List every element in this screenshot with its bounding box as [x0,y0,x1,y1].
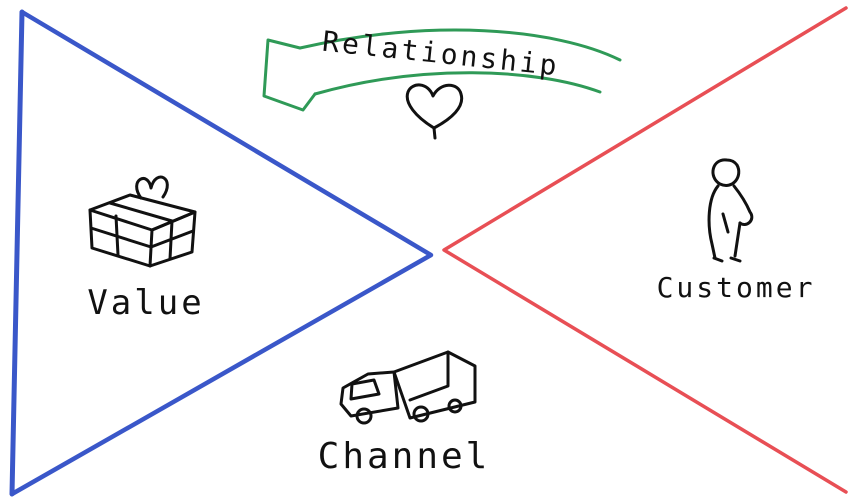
customer-wedge [442,6,848,494]
delivery-truck-icon [339,350,477,425]
person-icon [707,158,754,263]
gift-box-icon [88,175,197,268]
value-label: Value [87,283,204,323]
customer-label: Customer [657,271,816,304]
heart-icon [405,83,464,140]
channel-label: Channel [318,436,491,477]
value-triangle [9,9,434,497]
value-triangle-left-edge [9,9,25,497]
relationship-arrow [262,28,622,112]
